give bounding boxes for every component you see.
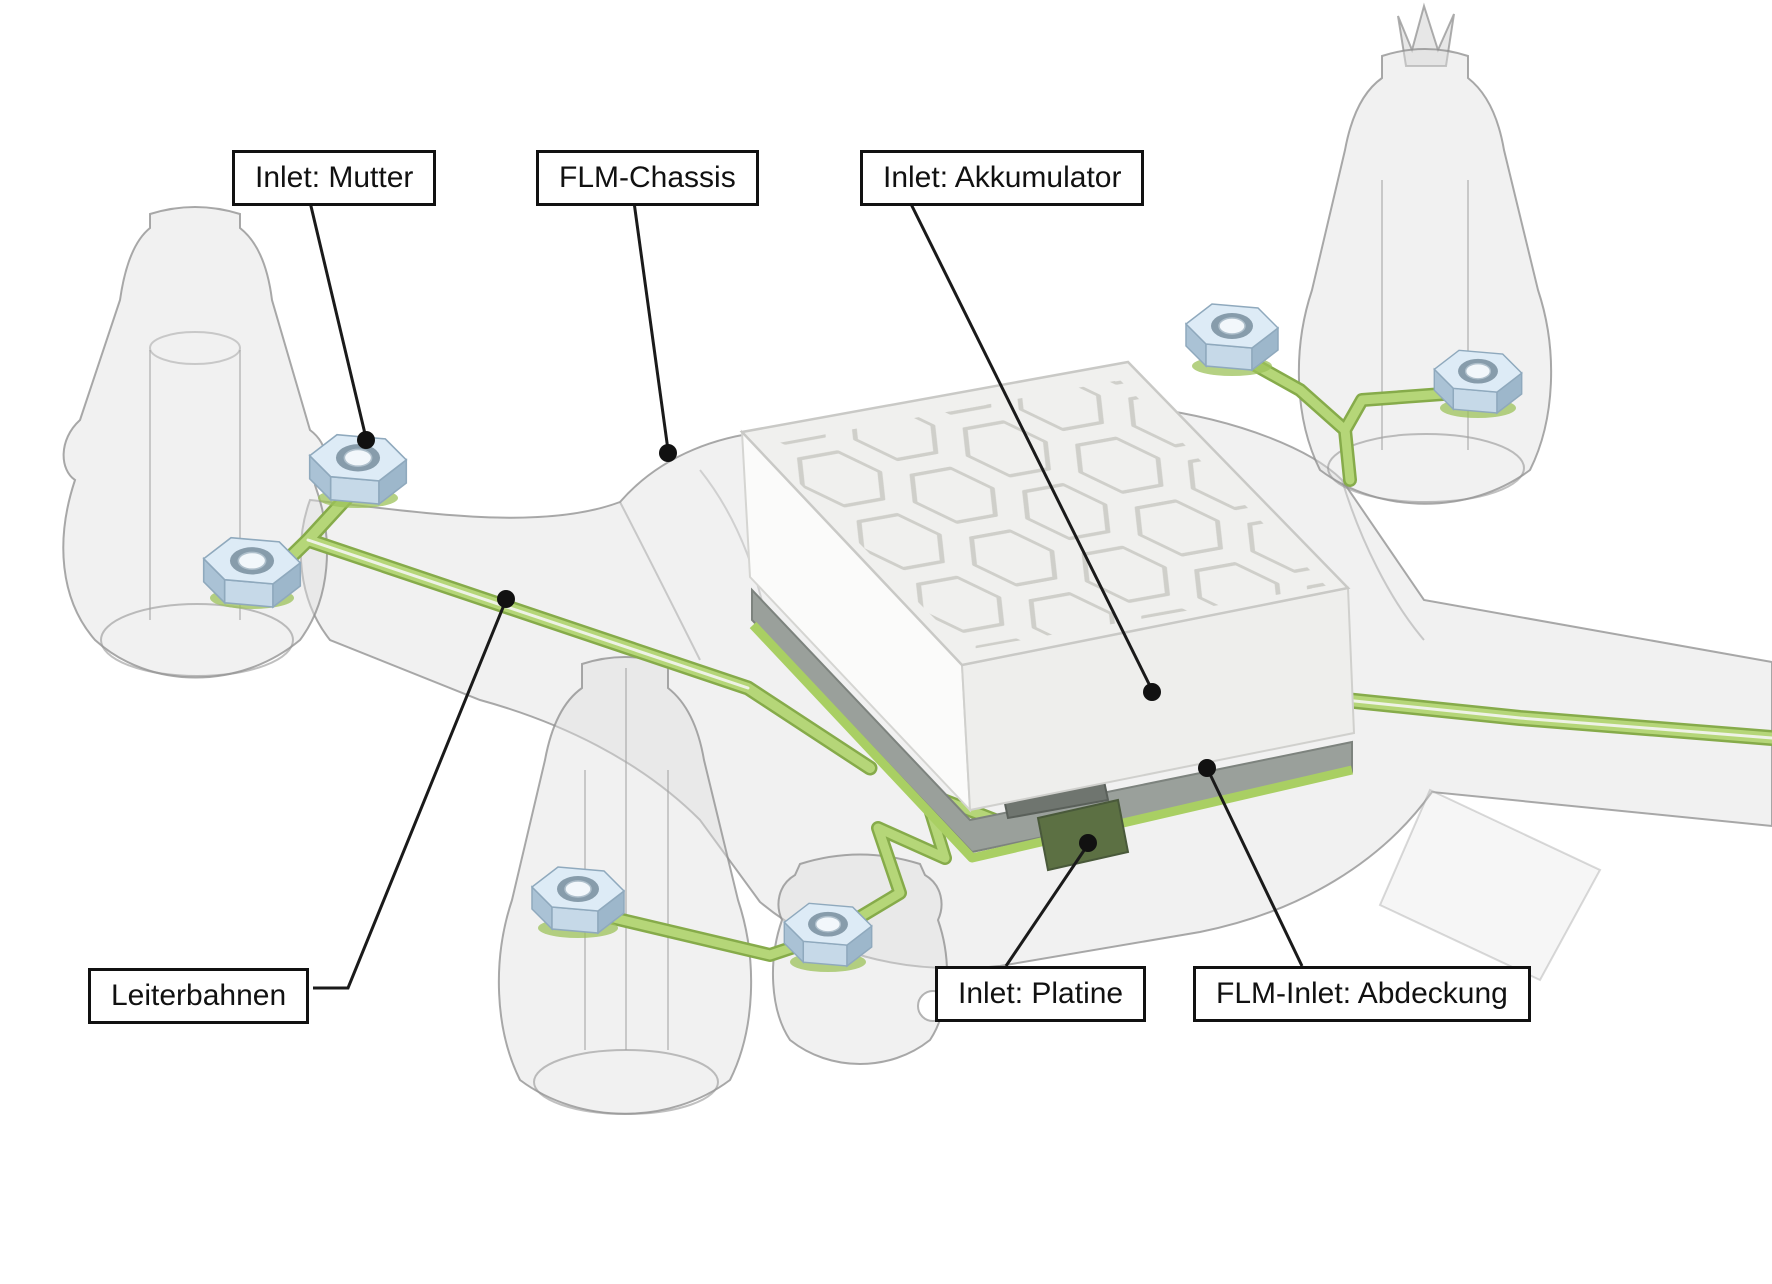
leader-abdeckung	[1198, 759, 1304, 967]
label-flm-inlet-abdeckung: FLM-Inlet: Abdeckung	[1193, 966, 1531, 1022]
platine-edge	[749, 621, 1354, 863]
label-inlet-platine: Inlet: Platine	[935, 966, 1147, 1022]
nut-top-right-left	[1185, 303, 1279, 371]
chassis-rear-wing	[1378, 788, 1602, 982]
motor-mount-top-right	[1297, 48, 1553, 505]
leader-leiterbahnen	[313, 590, 515, 990]
label-flm-chassis: FLM-Chassis	[536, 150, 759, 206]
label-inlet-mutter: Inlet: Mutter	[232, 150, 437, 206]
propeller-spike	[1397, 2, 1455, 67]
leader-platine	[1004, 834, 1097, 967]
nut-top-left-upper	[308, 433, 408, 505]
nut-bottom-left	[531, 866, 625, 934]
leader-lines	[308, 201, 1304, 990]
nut-top-right-right	[1433, 349, 1523, 414]
platine-block	[1036, 798, 1130, 872]
label-inlet-akkumulator: Inlet: Akkumulator	[860, 150, 1145, 206]
leader-mutter	[308, 201, 375, 449]
track-right-arm	[1337, 692, 1772, 746]
nut-bottom-right	[783, 902, 873, 967]
battery-assembly	[739, 360, 1356, 872]
nut-top-left-lower	[202, 536, 302, 608]
battery-lid-hex-pattern	[762, 380, 1326, 650]
leader-chassis	[632, 201, 677, 462]
motor-mount-top-left	[62, 206, 328, 679]
label-leiterbahnen: Leiterbahnen	[88, 968, 310, 1024]
leader-akkumulator	[908, 201, 1161, 701]
